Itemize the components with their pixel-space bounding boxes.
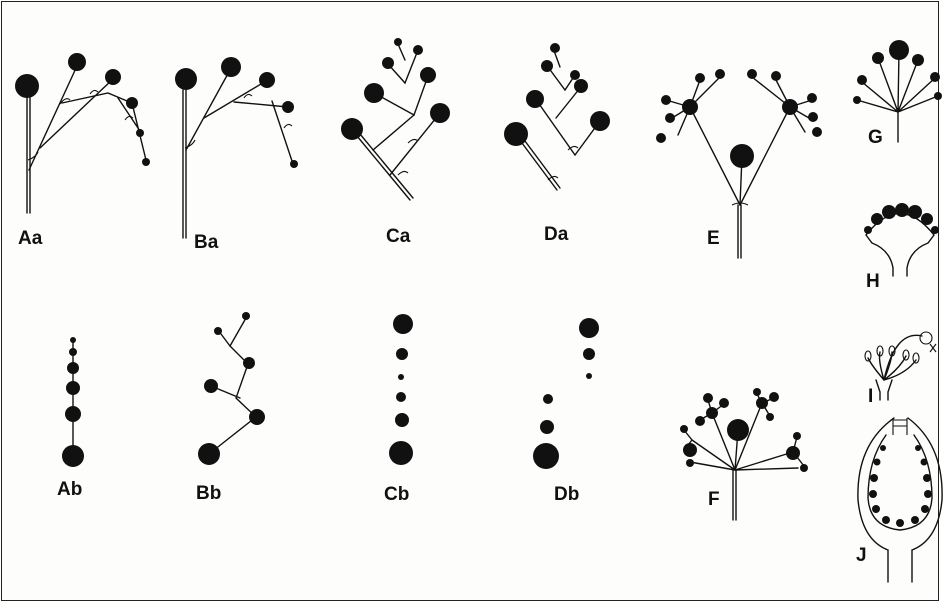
panel-ab-drawing [62,337,84,467]
panel-label-da: Da [544,224,569,245]
panel-ba-drawing [175,57,298,239]
panel-label-bb: Bb [196,483,221,504]
panel-label-i: I [868,386,873,407]
panel-ca-drawing [341,38,450,201]
panel-label-ba: Ba [194,232,219,253]
panel-label-ab: Ab [57,479,82,500]
panel-label-cb: Cb [384,484,409,505]
panel-label-db: Db [554,484,579,505]
panel-label-h: H [866,271,880,292]
panel-label-ca: Ca [386,226,411,247]
panel-f-drawing [680,388,808,521]
panel-label-e: E [707,228,720,249]
panel-g-drawing [853,40,942,143]
panel-label-f: F [708,489,720,510]
panel-db-drawing [533,318,599,469]
panel-label-g: G [868,127,883,148]
panel-i-drawing [864,331,937,401]
panel-e-drawing [656,69,822,259]
panel-aa-drawing [15,53,150,214]
panel-label-j: J [856,545,867,566]
panel-da-drawing [504,43,610,191]
panel-cb-drawing [389,314,413,465]
panel-label-aa: Aa [18,228,43,249]
panel-j-drawing [857,417,943,583]
panel-h-drawing [864,203,939,277]
panel-bb-drawing [198,312,265,465]
